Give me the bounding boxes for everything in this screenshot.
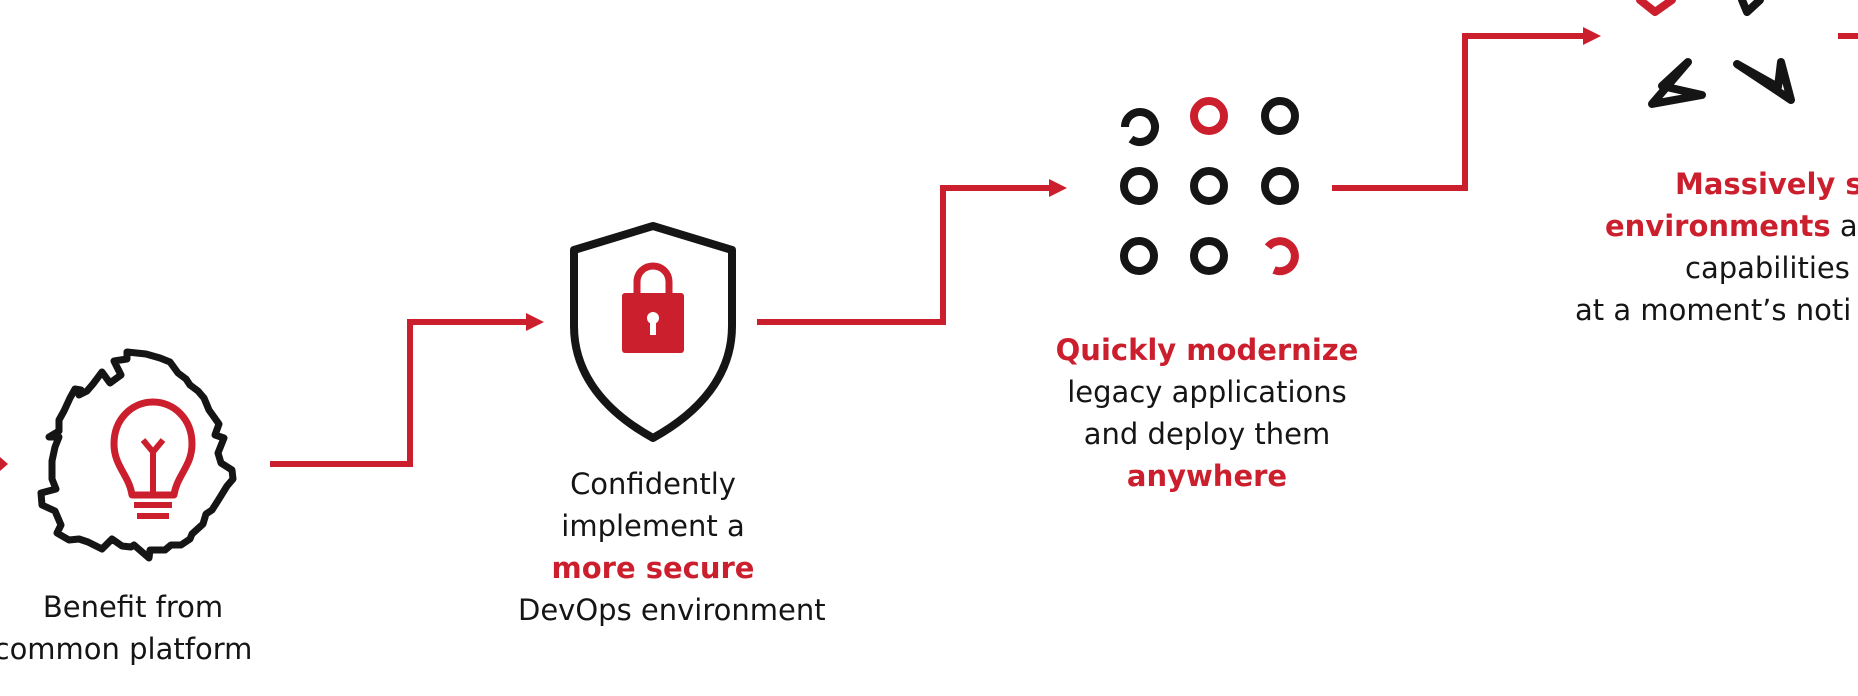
lightbulb-filament <box>140 438 166 495</box>
caption-emphasis: Massively scale <box>1675 167 1858 201</box>
caption-line: Quickly modernize <box>1052 329 1362 371</box>
caption-line: more secure <box>518 547 788 589</box>
dot-r3c2 <box>1190 237 1228 275</box>
dot-r2c2 <box>1190 167 1228 205</box>
caption-text: DevOps environment <box>518 593 826 627</box>
gear-outline <box>37 348 237 562</box>
dot-r1c2 <box>1190 97 1228 135</box>
dot-r2c3 <box>1261 167 1299 205</box>
shield-lock-icon <box>570 222 736 442</box>
dot-r1c1 <box>1121 108 1159 146</box>
arrow-top-left <box>1636 0 1676 16</box>
padlock-shackle <box>633 262 673 295</box>
scale-arrows-icon <box>1636 0 1795 108</box>
padlock-keyhole-slot <box>650 318 656 335</box>
caption-emphasis: Quickly modernize <box>1055 333 1359 367</box>
caption-text: an <box>1839 209 1858 243</box>
dot-grid-icon <box>1120 97 1299 276</box>
arrowhead-step2 <box>526 313 544 331</box>
arrow-bottom-left <box>1648 58 1706 108</box>
caption-line: Confidently <box>518 463 788 505</box>
caption-line: DevOps environment <box>518 589 826 631</box>
caption-line: and deploy them <box>1052 413 1362 455</box>
shield-outline <box>570 222 736 442</box>
caption-text: common platform <box>0 632 253 666</box>
caption-line: implement a <box>518 505 788 547</box>
caption-step-1: Benefit from common platform <box>0 586 263 670</box>
caption-emphasis: anywhere <box>1126 459 1288 493</box>
lightbulb-base <box>134 502 172 519</box>
arrowhead-step1 <box>0 457 8 471</box>
caption-emphasis: environments <box>1605 209 1831 243</box>
caption-text: Confidently <box>570 467 736 501</box>
arrow-top-right <box>1738 0 1764 16</box>
caption-line: anywhere <box>1052 455 1362 497</box>
caption-text: implement a <box>561 509 745 543</box>
caption-text: and deploy them <box>1083 417 1331 451</box>
step-connectors <box>0 33 1858 467</box>
caption-text: Benefit from <box>42 590 224 624</box>
arrow-bottom-right <box>1733 58 1795 104</box>
connector-step2-to-step3 <box>757 185 1053 325</box>
caption-text: legacy applications <box>1067 375 1347 409</box>
caption-line: capabilities <box>1545 247 1858 289</box>
caption-step-2: Confidently implement a more secure DevO… <box>518 463 826 631</box>
connector-step3-to-step4 <box>1332 33 1587 191</box>
caption-line: legacy applications <box>1052 371 1362 413</box>
caption-line: at a moment’s noti <box>1545 289 1858 331</box>
lightbulb-outline <box>110 398 196 499</box>
dot-r1c3 <box>1261 97 1299 135</box>
connector-arrowheads <box>0 27 1601 471</box>
connector-step1-to-step2 <box>270 319 530 467</box>
arrowhead-step4 <box>1583 27 1601 45</box>
caption-line: Benefit from <box>3 586 263 628</box>
dot-r3c3 <box>1264 237 1299 276</box>
dot-r3c1 <box>1120 237 1158 275</box>
caption-line: environments an <box>1545 205 1858 247</box>
dot-r2c1 <box>1120 167 1158 205</box>
caption-text: at a moment’s noti <box>1575 293 1852 327</box>
caption-line: common platform <box>0 628 263 670</box>
caption-step-4: Massively scale environments an capabili… <box>1545 163 1858 331</box>
caption-line: Massively scale <box>1545 163 1858 205</box>
caption-emphasis: more secure <box>551 551 755 585</box>
caption-step-3: Quickly modernize legacy applications an… <box>1052 329 1362 497</box>
arrowhead-step3 <box>1049 179 1067 197</box>
lightbulb-gear-icon <box>37 348 237 562</box>
caption-text: capabilities <box>1685 251 1850 285</box>
